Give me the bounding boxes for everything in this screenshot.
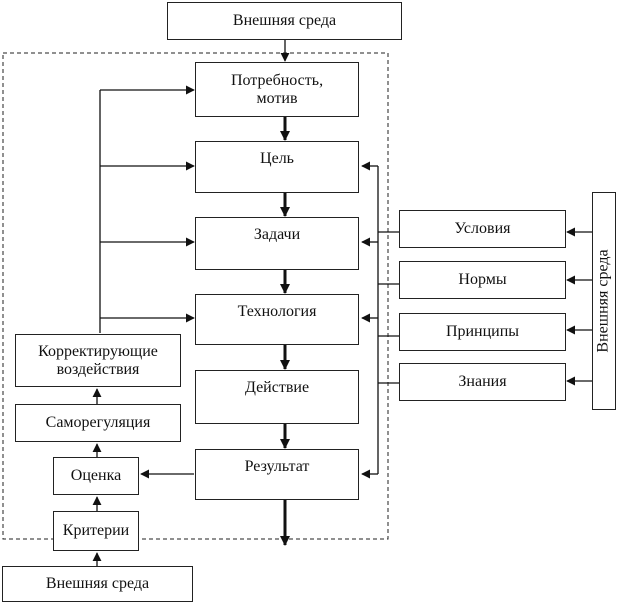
norms-node: Нормы [399,261,566,299]
tasks-node: Задачи [195,217,359,270]
external-environment-bottom: Внешняя среда [2,566,193,602]
self-regulation-node: Саморегуляция [15,404,181,442]
corrective-actions-node: Корректирующие воздействия [15,334,181,387]
conditions-node: Условия [399,210,566,248]
criteria-node: Критерии [53,511,139,551]
technology-node: Технология [195,294,359,345]
need-motive-node: Потребность, мотив [195,62,359,117]
evaluation-node: Оценка [53,457,139,495]
action-node: Действие [195,370,359,424]
external-environment-top: Внешняя среда [167,2,402,40]
knowledge-node: Знания [399,363,566,401]
system-boundary [2,52,389,540]
principles-node: Принципы [399,313,566,351]
goal-node: Цель [195,141,359,193]
result-node: Результат [195,449,359,500]
external-environment-right: Внешняя среда [592,192,616,410]
